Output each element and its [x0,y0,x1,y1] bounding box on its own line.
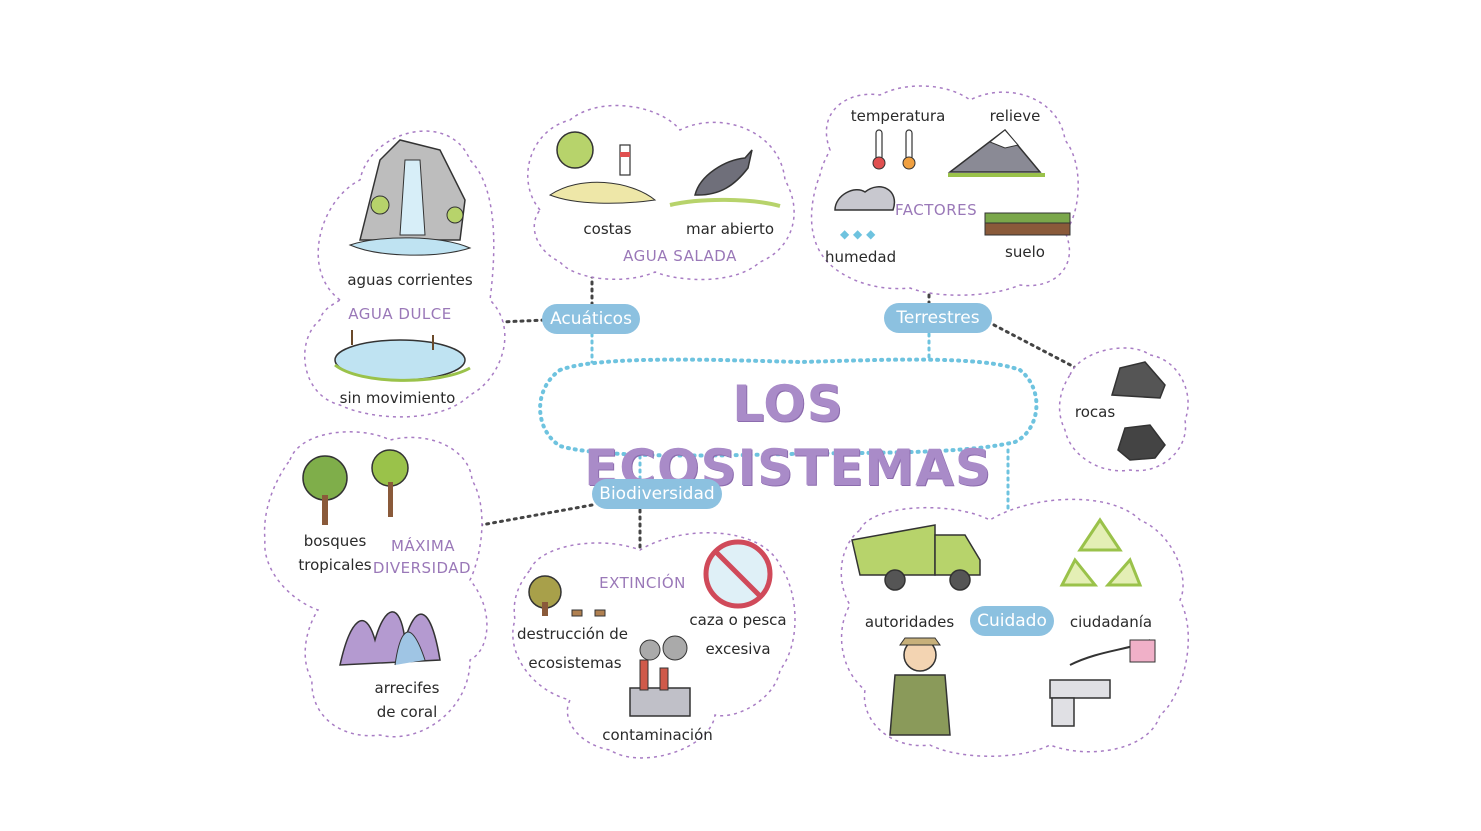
label-costas: costas [583,220,632,238]
label-rocas: rocas [1074,403,1116,421]
category-maxima: MÁXIMA [390,537,456,555]
label-ecosistemas: ecosistemas [528,654,622,672]
branch-terrestres: Terrestres [884,303,992,333]
label-humedad: humedad [825,248,897,266]
tropical-forest-icon [302,449,409,525]
page-title: LOS ECOSISTEMAS [584,375,992,497]
category-agua-dulce: AGUA DULCE [348,305,452,323]
label-relieve: relieve [989,107,1041,125]
label-mar-abierto: mar abierto [685,220,775,238]
title-frame [538,357,1039,458]
label-caza-o-pesca: caza o pesca [689,611,787,629]
branch-biodiversidad: Biodiversidad [592,479,722,509]
branch-cuidado: Cuidado [970,606,1054,636]
ranger-icon [889,637,951,736]
thermometer-icon [872,129,916,170]
label-suelo: suelo [1005,243,1045,261]
svg-text:◆ ◆ ◆: ◆ ◆ ◆ [840,227,876,241]
faucet-icon [1049,639,1156,727]
label-excesiva: excesiva [705,640,771,658]
label-contaminacion: contaminación [602,726,713,744]
recycle-icon [1059,517,1143,587]
factory-icon [629,635,691,717]
pond-icon [334,330,471,382]
rain-cloud-icon: ◆ ◆ ◆ [834,186,896,241]
waterfall-icon [348,139,472,256]
category-factores: FACTORES [895,201,978,219]
whale-icon [669,149,781,208]
cloud-agua-salada [527,104,795,281]
label-temperatura: temperatura [850,107,946,125]
category-extincion: EXTINCIÓN [599,574,686,592]
label-autoridades: autoridades [864,613,955,631]
label-tropicales: tropicales [298,556,372,574]
label-bosques: bosques [303,532,367,550]
rock-icon [1111,361,1166,461]
connector-biodiversidad-maxima [468,503,594,529]
connector-aguadulce-acuaticos [498,318,548,324]
label-ciudadania: ciudadanía [1069,613,1153,631]
coast-icon [548,131,657,204]
label-aguas-corrientes: aguas corrientes [347,271,473,289]
label-destruccion-de: destrucción de [517,625,628,643]
connector-terrestres-rocas [992,323,1082,372]
soil-icon [984,212,1071,236]
coral-reef-icon [339,611,441,666]
deforestation-icon [528,575,606,617]
no-hunting-icon [703,539,773,609]
category-agua-salada: AGUA SALADA [623,247,737,265]
recycling-truck-icon [851,524,981,591]
label-sin-movimiento: sin movimiento [339,389,456,407]
branch-acuaticos: Acuáticos [542,304,640,334]
label-arrecifes: arrecifes [374,679,440,697]
category-diversidad: DIVERSIDAD [372,559,472,577]
label-de-coral: de coral [376,703,438,721]
mountain-icon [947,128,1045,177]
